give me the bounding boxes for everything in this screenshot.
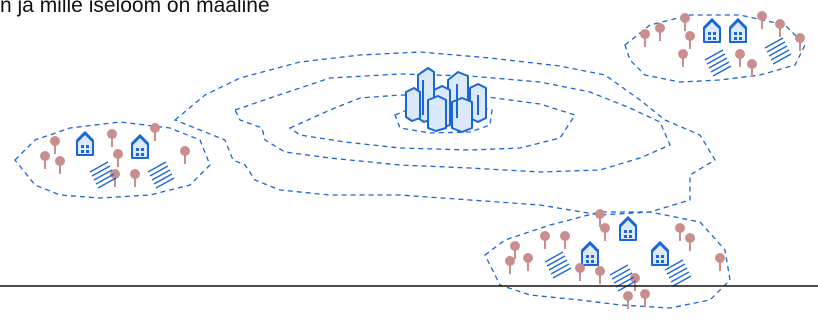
tree-icon [149,122,161,142]
caption-text: n ja mille iseloom on maaline [0,0,270,17]
city-skyline-icon [405,67,487,133]
tree-icon [734,48,746,68]
field-icon [89,161,117,189]
city-zone-inner [288,94,577,151]
tree-icon [714,252,726,272]
house-icon [618,216,638,242]
field-icon [544,251,572,279]
house-icon [130,134,150,160]
city-zone-outer [173,51,716,216]
village-top-right [624,10,806,83]
tree-icon [674,222,686,242]
tree-icon [684,30,696,50]
tree-icon [677,48,689,68]
tree-icon [54,155,66,175]
village-left [14,121,211,199]
tree-icon [679,12,691,32]
tree-icon [594,265,606,285]
tree-icon [504,255,516,275]
tree-icon [112,148,124,168]
tree-icon [574,262,586,282]
house-icon [580,241,600,267]
tree-icon [684,232,696,252]
tree-icon [559,230,571,250]
tree-icon [639,288,651,308]
field-icon [764,37,792,65]
tree-icon [746,58,758,78]
tree-icon [522,252,534,272]
tree-icon [639,28,651,48]
tree-icon [106,128,118,148]
house-icon [75,131,95,157]
tree-icon [39,150,51,170]
house-icon [650,241,670,267]
tree-icon [129,168,141,188]
tree-icon [179,145,191,165]
tree-icon [599,222,611,242]
tree-icon [539,230,551,250]
tree-icon [654,22,666,42]
tree-icon [49,135,61,155]
house-icon [702,18,722,44]
field-icon [704,49,732,77]
field-icon [609,264,637,292]
village-bottom-right [484,208,731,310]
field-icon [147,161,175,189]
tree-icon [774,18,786,38]
tree-icon [756,10,768,30]
house-icon [728,18,748,44]
